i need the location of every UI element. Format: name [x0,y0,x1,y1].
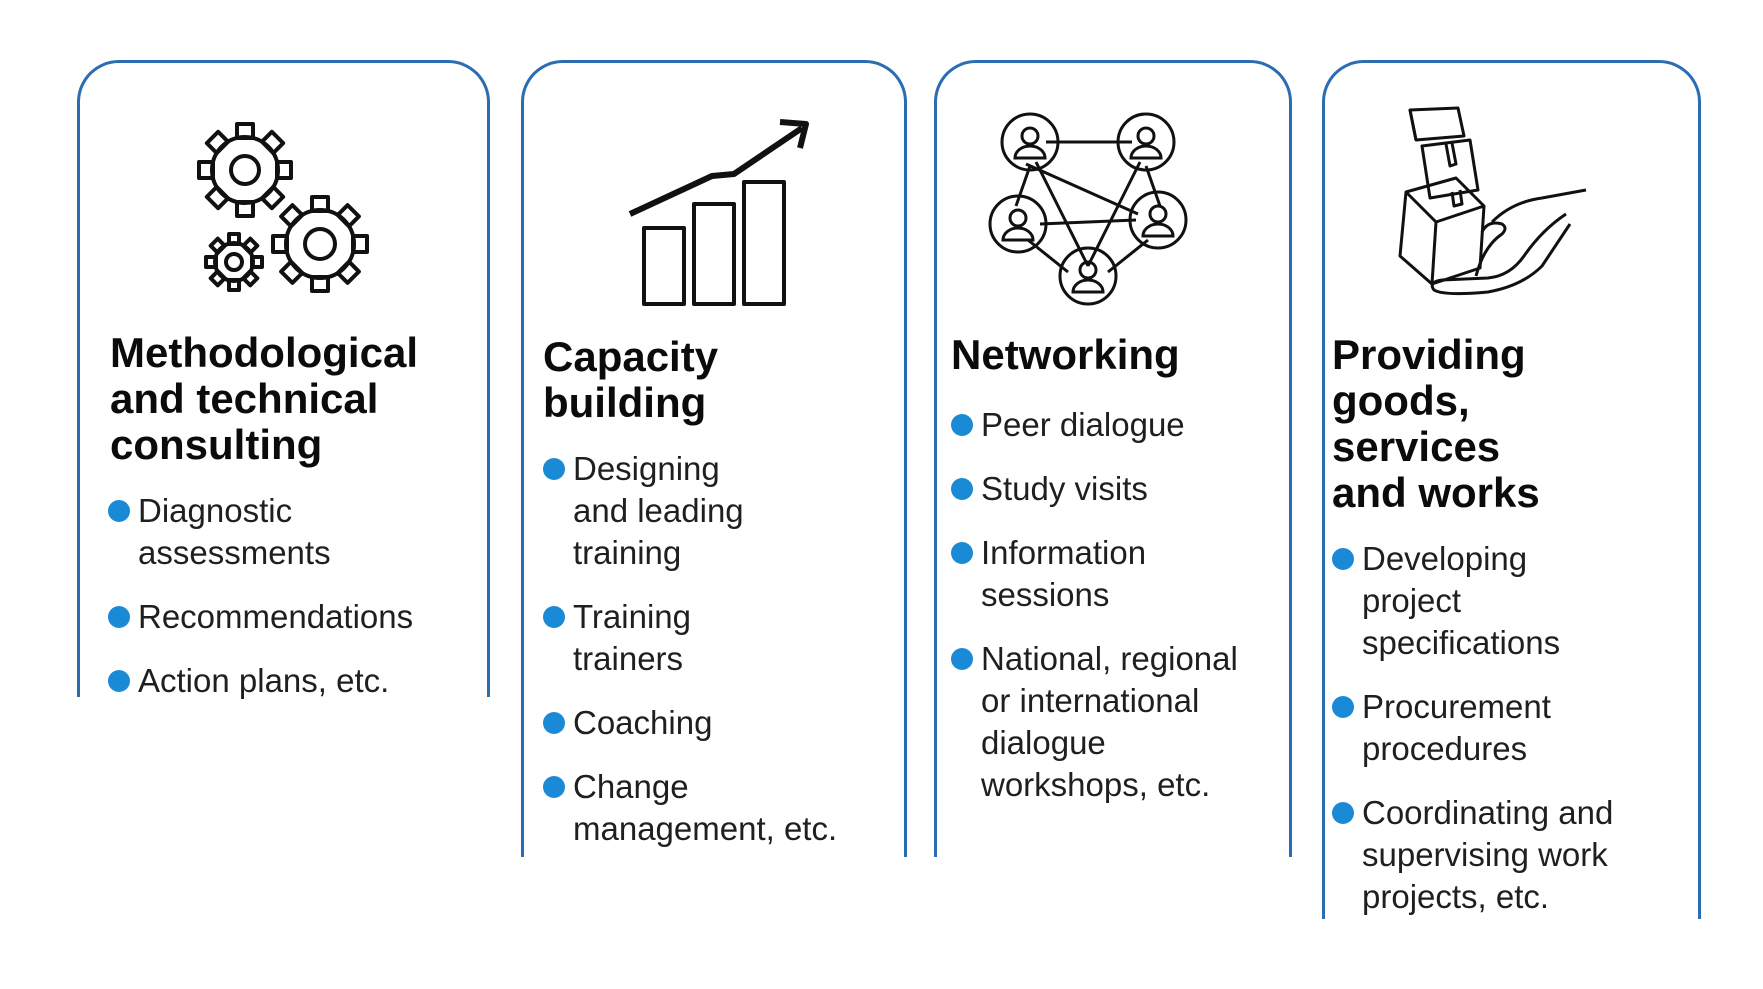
bullet-dot [108,606,130,628]
bullet-dot [1332,696,1354,718]
bullet-dot [108,670,130,692]
card-title: Providing goods, services and works [1332,331,1540,516]
list-item: Study visits [951,468,1281,510]
list-item: Designing and leading training [543,448,883,574]
list-item: Change management, etc. [543,766,883,850]
card-list: Developing project specifications Procur… [1332,538,1687,918]
bullet-dot [1332,548,1354,570]
bullet-dot [543,458,565,480]
bullet-dot [1332,802,1354,824]
boxes-hand-icon [1392,106,1592,306]
bullet-dot [108,500,130,522]
list-item: Information sessions [951,532,1281,616]
card-list: Diagnostic assessments Recommendations A… [108,490,458,702]
growth-chart-icon [622,112,818,308]
list-item: Training trainers [543,596,883,680]
bullet-dot [543,776,565,798]
list-item: Recommendations [108,596,458,638]
card-list: Peer dialogue Study visits Information s… [951,404,1281,806]
card-title: Networking [951,331,1180,378]
card-list: Designing and leading training Training … [543,448,883,850]
service-card-networking [934,60,1292,857]
service-card-capacity [521,60,907,857]
bullet-dot [543,712,565,734]
list-item: Coaching [543,702,883,744]
bullet-dot [951,648,973,670]
bullet-dot [951,542,973,564]
gears-icon [190,112,378,300]
list-item: Procurement procedures [1332,686,1687,770]
people-network-icon [988,106,1188,306]
bullet-dot [951,478,973,500]
list-item: Action plans, etc. [108,660,458,702]
bullet-dot [543,606,565,628]
service-card-goods [1322,60,1701,919]
card-title: Methodological and technical consulting [110,329,418,468]
bullet-dot [951,414,973,436]
list-item: Developing project specifications [1332,538,1687,664]
list-item: Peer dialogue [951,404,1281,446]
list-item: Coordinating and supervising work projec… [1332,792,1687,918]
service-card-consulting [77,60,490,697]
list-item: National, regional or international dial… [951,638,1281,806]
card-title: Capacity building [543,333,719,426]
list-item: Diagnostic assessments [108,490,458,574]
